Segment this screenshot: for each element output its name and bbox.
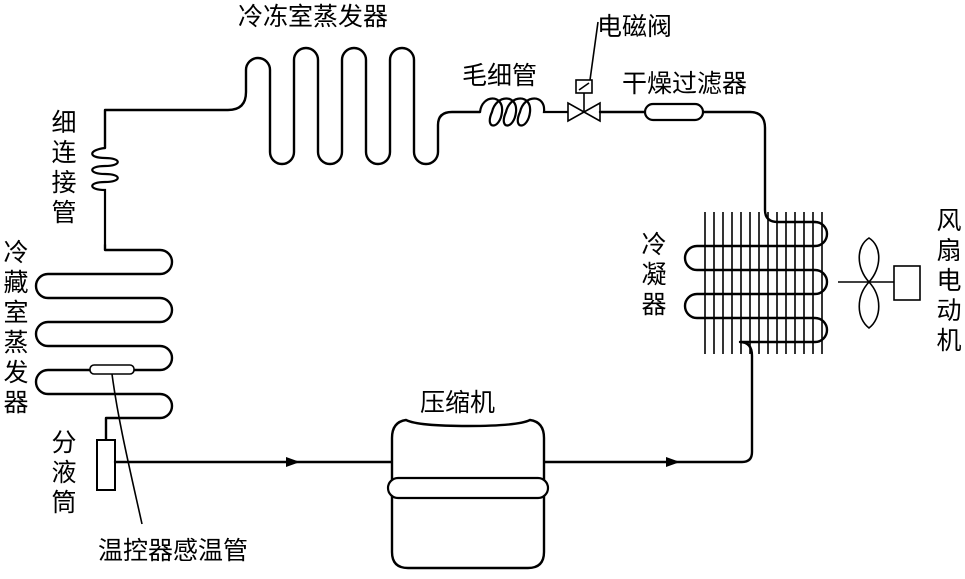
refrigerator-evaporator-label: 冷藏室蒸发器	[3, 238, 29, 417]
accumulator-body	[96, 439, 116, 491]
compressor-label: 压缩机	[420, 388, 496, 417]
compressor-symbol	[386, 418, 550, 570]
liquid-line	[598, 110, 817, 224]
condenser-coil	[543, 220, 829, 464]
flow-arrow-suction-head	[286, 457, 300, 467]
flow-arrow-discharge-head	[666, 457, 680, 467]
condenser-label: 冷凝器	[641, 230, 667, 319]
freezer-evaporator-label: 冷冻室蒸发器	[238, 2, 389, 31]
dryer-filter-label: 干燥过滤器	[622, 69, 748, 98]
thermostat-sensor-tube-symbol	[89, 364, 143, 525]
capillary-tube-label: 毛细管	[462, 61, 538, 90]
capillary-tube-coil	[478, 97, 568, 127]
thin-connecting-tube-label: 细连接管	[51, 108, 77, 227]
fan-motor-label: 风扇电动机	[936, 206, 962, 355]
thermostat-sensor-tube-label: 温控器感温管	[98, 536, 249, 565]
condenser-fins	[704, 212, 823, 354]
thin-connecting-tube-coil	[91, 146, 119, 245]
refrigerator-evaporator-coil	[34, 243, 174, 442]
freezer-evaporator-coil	[103, 46, 482, 166]
solenoid-valve-symbol	[567, 21, 601, 123]
solenoid-valve-label: 电磁阀	[597, 12, 673, 41]
dryer-filter-body	[643, 102, 705, 122]
accumulator-label: 分液筒	[51, 428, 77, 517]
fan-motor-symbol	[838, 237, 921, 330]
